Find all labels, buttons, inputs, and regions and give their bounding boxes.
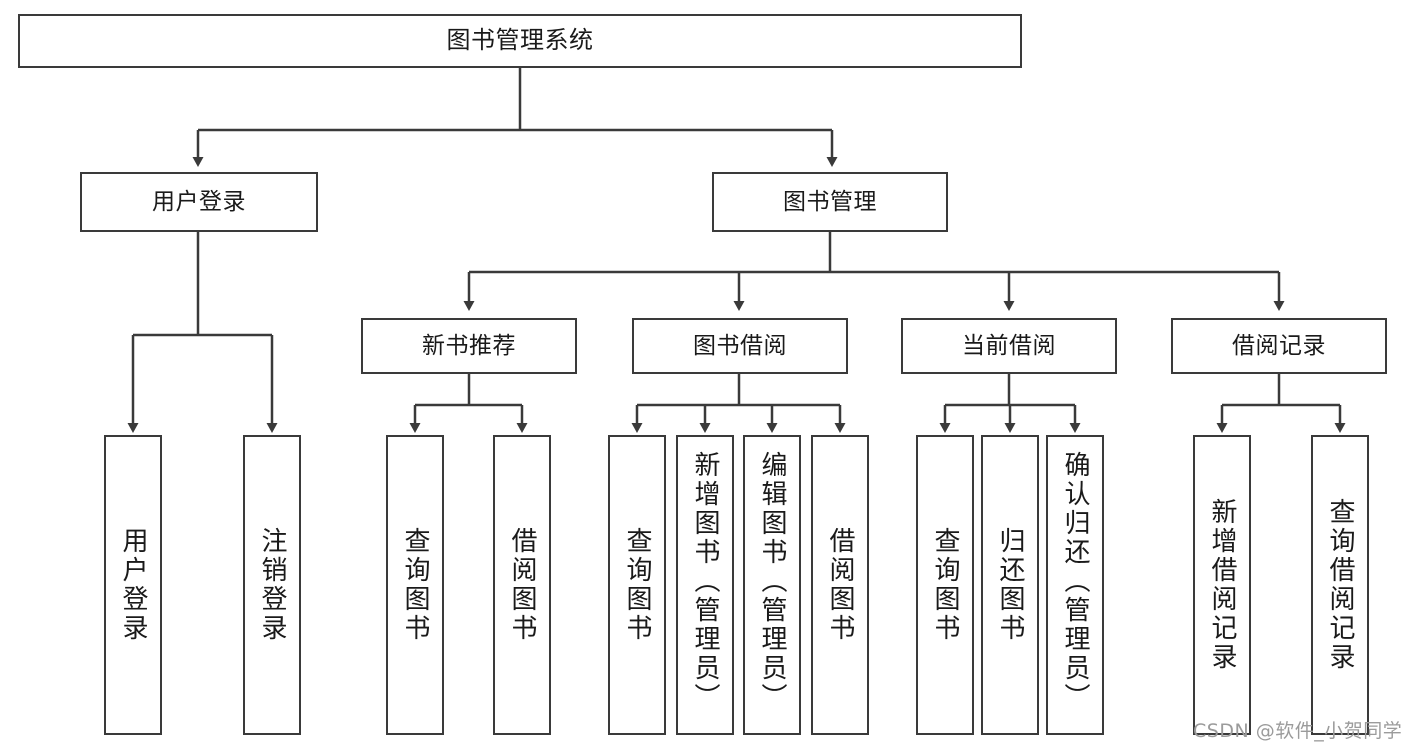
leaf-label: 归还图书 bbox=[995, 527, 1025, 643]
leaf-user-login[interactable]: 用户登录 bbox=[104, 435, 162, 735]
leaf-query-book-borrow[interactable]: 查询图书 bbox=[608, 435, 666, 735]
leaf-add-book-admin[interactable]: 新增图书（管理员） bbox=[676, 435, 734, 735]
leaf-label: 借阅图书 bbox=[507, 527, 537, 643]
leaf-label: 查询图书 bbox=[930, 527, 960, 643]
node-label: 新书推荐 bbox=[422, 332, 516, 359]
node-root[interactable]: 图书管理系统 bbox=[18, 14, 1022, 68]
leaf-label: 新增借阅记录 bbox=[1207, 498, 1237, 672]
leaf-label: 查询图书 bbox=[622, 527, 652, 643]
leaf-label: 查询图书 bbox=[400, 527, 430, 643]
node-user-login[interactable]: 用户登录 bbox=[80, 172, 318, 232]
leaf-label: 查询借阅记录 bbox=[1325, 498, 1355, 672]
leaf-query-borrow-record[interactable]: 查询借阅记录 bbox=[1311, 435, 1369, 735]
node-book-management[interactable]: 图书管理 bbox=[712, 172, 948, 232]
leaf-label: 编辑图书（管理员） bbox=[757, 451, 787, 712]
leaf-borrow-book[interactable]: 借阅图书 bbox=[811, 435, 869, 735]
leaf-label: 注销登录 bbox=[257, 527, 287, 643]
node-label: 图书管理系统 bbox=[446, 26, 594, 55]
leaf-return-book[interactable]: 归还图书 bbox=[981, 435, 1039, 735]
leaf-query-book-recommend[interactable]: 查询图书 bbox=[386, 435, 444, 735]
leaf-add-borrow-record[interactable]: 新增借阅记录 bbox=[1193, 435, 1251, 735]
leaf-label: 用户登录 bbox=[118, 527, 148, 643]
leaf-logout[interactable]: 注销登录 bbox=[243, 435, 301, 735]
node-label: 借阅记录 bbox=[1232, 332, 1326, 359]
leaf-query-book-current[interactable]: 查询图书 bbox=[916, 435, 974, 735]
watermark: CSDN @软件_小贺同学 bbox=[1193, 720, 1403, 742]
leaf-label: 借阅图书 bbox=[825, 527, 855, 643]
leaf-label: 确认归还（管理员） bbox=[1060, 451, 1090, 712]
node-new-book-recommend[interactable]: 新书推荐 bbox=[361, 318, 577, 374]
node-label: 当前借阅 bbox=[962, 332, 1056, 359]
node-book-borrow[interactable]: 图书借阅 bbox=[632, 318, 848, 374]
leaf-label: 新增图书（管理员） bbox=[690, 451, 720, 712]
node-label: 图书借阅 bbox=[693, 332, 787, 359]
node-label: 用户登录 bbox=[152, 188, 246, 215]
node-label: 图书管理 bbox=[783, 188, 877, 215]
leaf-edit-book-admin[interactable]: 编辑图书（管理员） bbox=[743, 435, 801, 735]
node-borrow-records[interactable]: 借阅记录 bbox=[1171, 318, 1387, 374]
leaf-borrow-book-recommend[interactable]: 借阅图书 bbox=[493, 435, 551, 735]
leaf-confirm-return-admin[interactable]: 确认归还（管理员） bbox=[1046, 435, 1104, 735]
node-current-borrow[interactable]: 当前借阅 bbox=[901, 318, 1117, 374]
